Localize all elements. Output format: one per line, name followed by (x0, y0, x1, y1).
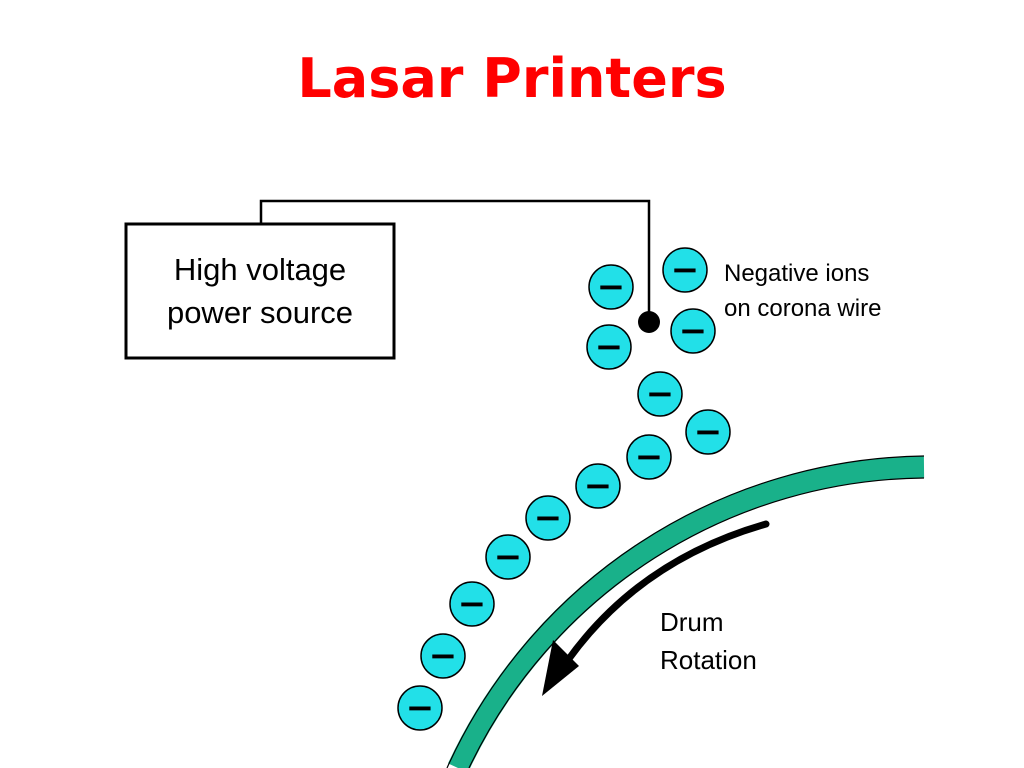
ion-minus-sign: − (635, 437, 664, 477)
drum-outer-edge (446, 455, 925, 768)
ions-label-line2: on corona wire (724, 295, 881, 322)
negative-ion: − (420, 633, 466, 679)
ion-circle (662, 247, 708, 293)
ion-circle (525, 495, 571, 541)
negative-ion: − (670, 308, 716, 354)
ion-minus-sign: − (406, 688, 435, 728)
negative-ions-group: −−−−−−−−−−−−− (397, 247, 731, 731)
negative-ion: − (637, 371, 683, 417)
ions-label-line1: Negative ions (724, 260, 869, 287)
ion-minus-sign: − (679, 311, 708, 351)
negative-ion: − (485, 534, 531, 580)
ion-minus-sign: − (458, 584, 487, 624)
negative-ion: − (685, 409, 731, 455)
power-source-label-line2: power source (167, 295, 353, 330)
ion-minus-sign: − (595, 327, 624, 367)
ion-circle (637, 371, 683, 417)
drum-inner-edge (468, 477, 925, 768)
ion-circle (588, 264, 634, 310)
negative-ion: − (575, 463, 621, 509)
ion-minus-sign: − (494, 537, 523, 577)
ion-circle (626, 434, 672, 480)
negative-ion: − (397, 685, 443, 731)
ion-minus-sign: − (694, 412, 723, 452)
ion-circle (420, 633, 466, 679)
negative-ion: − (449, 581, 495, 627)
negative-ion: − (626, 434, 672, 480)
power-source-box (124, 222, 396, 360)
ion-circle (397, 685, 443, 731)
ion-minus-sign: − (584, 466, 613, 506)
ion-minus-sign: − (646, 374, 675, 414)
negative-ion: − (588, 264, 634, 310)
rotation-label-line1: Drum (660, 607, 724, 637)
ion-circle (586, 324, 632, 370)
negative-ion: − (525, 495, 571, 541)
rotation-arrow-shaft (564, 520, 770, 664)
slide-title: Lasar Printers (297, 47, 727, 110)
ion-circle (485, 534, 531, 580)
power-source-label-line1: High voltage (174, 252, 346, 287)
rotation-arrow-head (542, 640, 579, 696)
ion-circle (685, 409, 731, 455)
negative-ion: − (586, 324, 632, 370)
corona-wire-dot (638, 311, 660, 333)
drum-arc (448, 456, 925, 768)
ion-minus-sign: − (671, 250, 700, 290)
ion-circle (449, 581, 495, 627)
negative-ion: − (662, 247, 708, 293)
ion-circle (670, 308, 716, 354)
rotation-label-line2: Rotation (660, 645, 757, 675)
ion-minus-sign: − (429, 636, 458, 676)
connecting-wire (259, 199, 651, 322)
ion-circle (575, 463, 621, 509)
ion-minus-sign: − (597, 267, 626, 307)
ion-minus-sign: − (534, 498, 563, 538)
